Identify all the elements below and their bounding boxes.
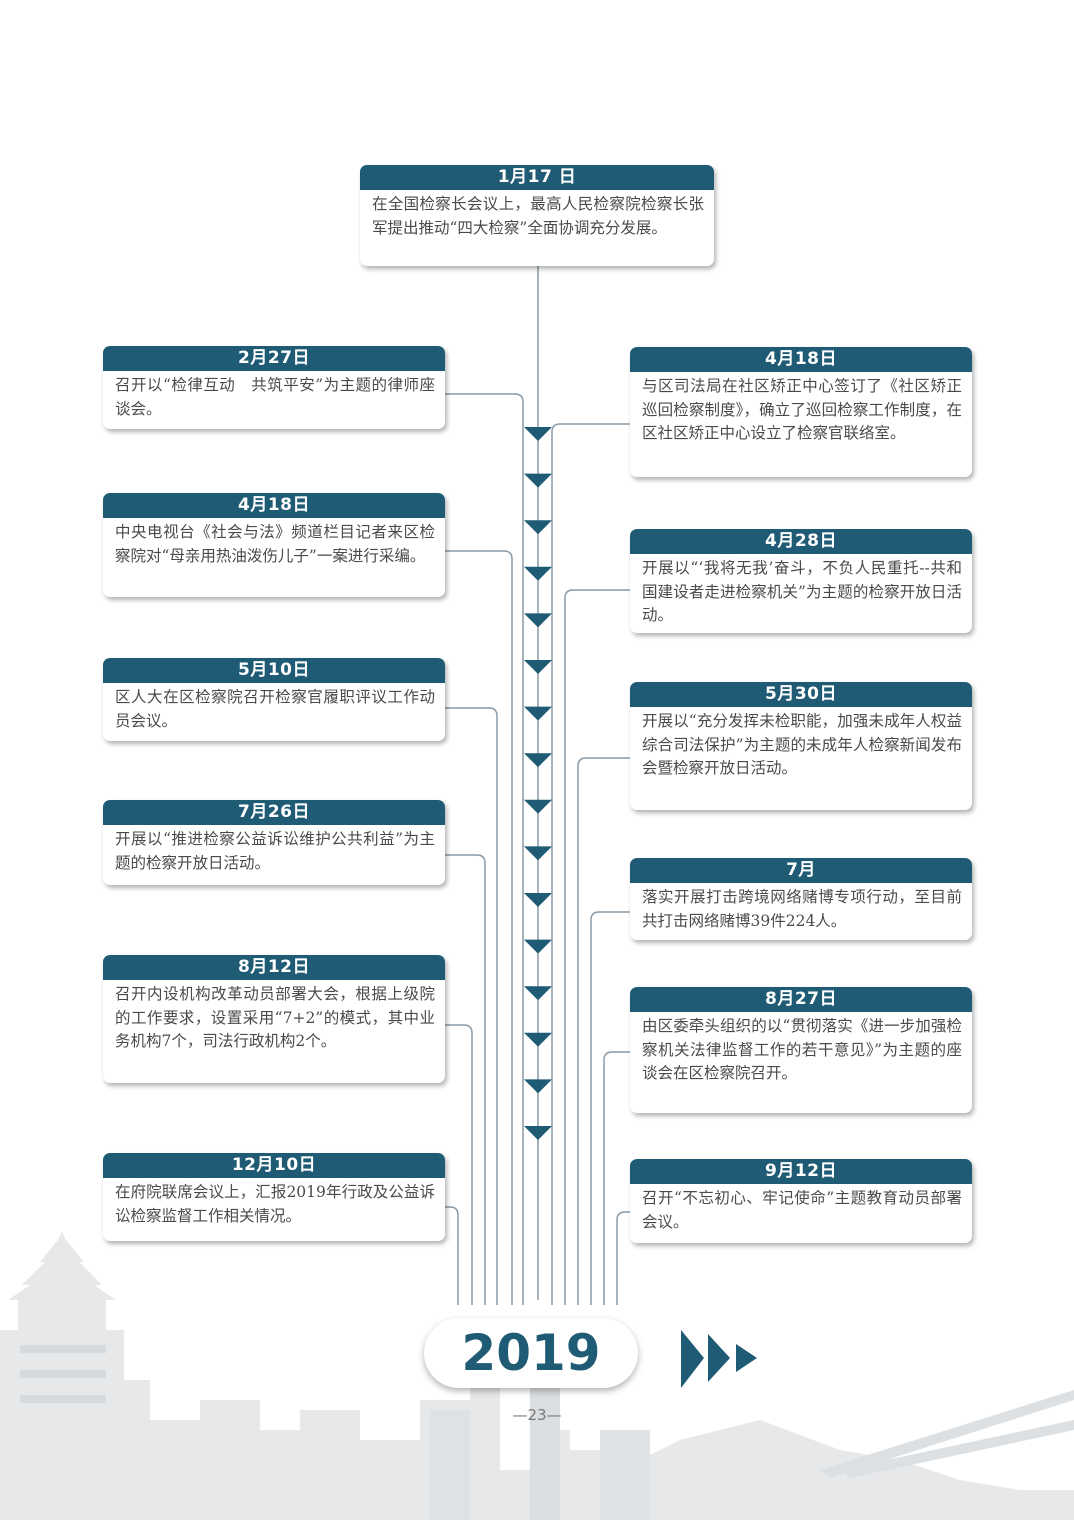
event-text: 召开内设机构改革动员部署大会，根据上级院的工作要求，设置采用“7+2”的模式，其… [115,985,435,1050]
event-card: 4月18日 中央电视台《社会与法》频道栏目记者来区检察院对“母亲用热油泼伤儿子”… [103,493,445,597]
event-date: 12月10日 [103,1153,445,1178]
event-date: 4月28日 [630,529,972,554]
event-text: 在全国检察长会议上，最高人民检察院检察长张军提出推动“四大检察”全面协调充分发展… [372,195,704,237]
connector-line [616,1211,630,1305]
arrow-down-icon [524,753,552,768]
arrow-down-icon [524,427,552,441]
arrow-down-icon [524,1079,552,1094]
arrow-down-icon [524,520,552,535]
event-date: 4月18日 [630,347,972,372]
connector-line [603,1051,630,1305]
timeline-connectors [445,266,630,1305]
event-card: 8月12日 召开内设机构改革动员部署大会，根据上级院的工作要求，设置采用“7+2… [103,955,445,1083]
arrow-down-icon [524,939,552,954]
event-card: 12月10日 在府院联席会议上，汇报2019年行政及公益诉讼检察监督工作相关情况… [103,1153,445,1241]
event-card: 5月30日 开展以“充分发挥未检职能，加强未成年人权益综合司法保护”为主题的未成… [630,682,972,810]
event-card: 1月17 日 在全国检察长会议上，最高人民检察院检察长张军提出推动“四大检察”全… [360,165,714,266]
event-card: 4月28日 开展以“‘我将无我’奋斗，不负人民重托--共和国建设者走进检察机关”… [630,529,972,633]
event-text: 区人大在区检察院召开检察官履职评议工作动员会议。 [115,688,435,730]
event-date: 2月27日 [103,346,445,371]
arrow-down-icon [524,473,552,488]
connector-line [445,1206,459,1305]
event-card: 7月 落实开展打击跨境网络赌博专项行动，至目前共打击网络赌博39件224人。 [630,858,972,940]
spine-arrows [524,427,552,1140]
arrow-down-icon [524,893,552,907]
event-date: 4月18日 [103,493,445,518]
event-date: 5月10日 [103,658,445,683]
event-card: 9月12日 召开“不忘初心、牢记使命”主题教育动员部署会议。 [630,1159,972,1243]
event-text: 中央电视台《社会与法》频道栏目记者来区检察院对“母亲用热油泼伤儿子”一案进行采编… [115,523,435,565]
city-skyline-icon [0,1232,1074,1520]
arrow-down-icon [524,706,552,721]
page-number: —23— [512,1406,562,1424]
arrow-down-icon [524,799,552,814]
arrow-down-icon [524,986,552,1001]
event-text: 开展以“充分发挥未检职能，加强未成年人权益综合司法保护”为主题的未成年人检察新闻… [642,712,962,777]
connector-line [564,589,630,1305]
connector-line [445,854,486,1305]
event-date: 8月27日 [630,987,972,1012]
event-text: 落实开展打击跨境网络赌博专项行动，至目前共打击网络赌博39件224人。 [642,888,962,930]
event-text: 开展以“‘我将无我’奋斗，不负人民重托--共和国建设者走进检察机关”为主题的检察… [642,559,962,624]
event-text: 在府院联席会议上，汇报2019年行政及公益诉讼检察监督工作相关情况。 [115,1183,435,1225]
arrow-down-icon [524,660,552,674]
connector-line [445,707,498,1305]
arrow-down-icon [524,1032,552,1047]
event-card: 2月27日 召开以“检律互动 共筑平安”为主题的律师座谈会。 [103,346,445,429]
arrow-down-icon [524,613,552,628]
event-card: 8月27日 由区委牵头组织的以“贯彻落实《进一步加强检察机关法律监督工作的若干意… [630,987,972,1113]
connector-line [590,911,630,1305]
arrow-down-icon [524,566,552,581]
event-date: 7月26日 [103,800,445,825]
event-card: 7月26日 开展以“推进检察公益诉讼维护公共利益”为主题的检察开放日活动。 [103,800,445,885]
event-text: 开展以“推进检察公益诉讼维护公共利益”为主题的检察开放日活动。 [115,830,435,872]
event-date: 9月12日 [630,1159,972,1184]
connector-line [577,757,630,1305]
connector-line [445,393,524,1305]
connector-line [551,423,630,1305]
connector-line [445,1024,473,1305]
event-card: 5月10日 区人大在区检察院召开检察官履职评议工作动员会议。 [103,658,445,741]
arrow-down-icon [524,1126,552,1140]
event-date: 8月12日 [103,955,445,980]
event-date: 1月17 日 [360,165,714,190]
event-text: 召开“不忘初心、牢记使命”主题教育动员部署会议。 [642,1189,962,1231]
event-text: 由区委牵头组织的以“贯彻落实《进一步加强检察机关法律监督工作的若干意见》”为主题… [642,1017,962,1082]
event-text: 召开以“检律互动 共筑平安”为主题的律师座谈会。 [115,376,435,418]
event-card: 4月18日 与区司法局在社区矫正中心签订了《社区矫正巡回检察制度》，确立了巡回检… [630,347,972,477]
forward-arrows-icon [681,1330,757,1388]
event-date: 7月 [630,858,972,883]
event-date: 5月30日 [630,682,972,707]
connector-line [445,550,513,1305]
year-badge [424,1318,638,1388]
event-text: 与区司法局在社区矫正中心签订了《社区矫正巡回检察制度》，确立了巡回检察工作制度，… [642,377,962,442]
arrow-down-icon [524,846,552,861]
year-label: 2019 [461,1324,601,1382]
